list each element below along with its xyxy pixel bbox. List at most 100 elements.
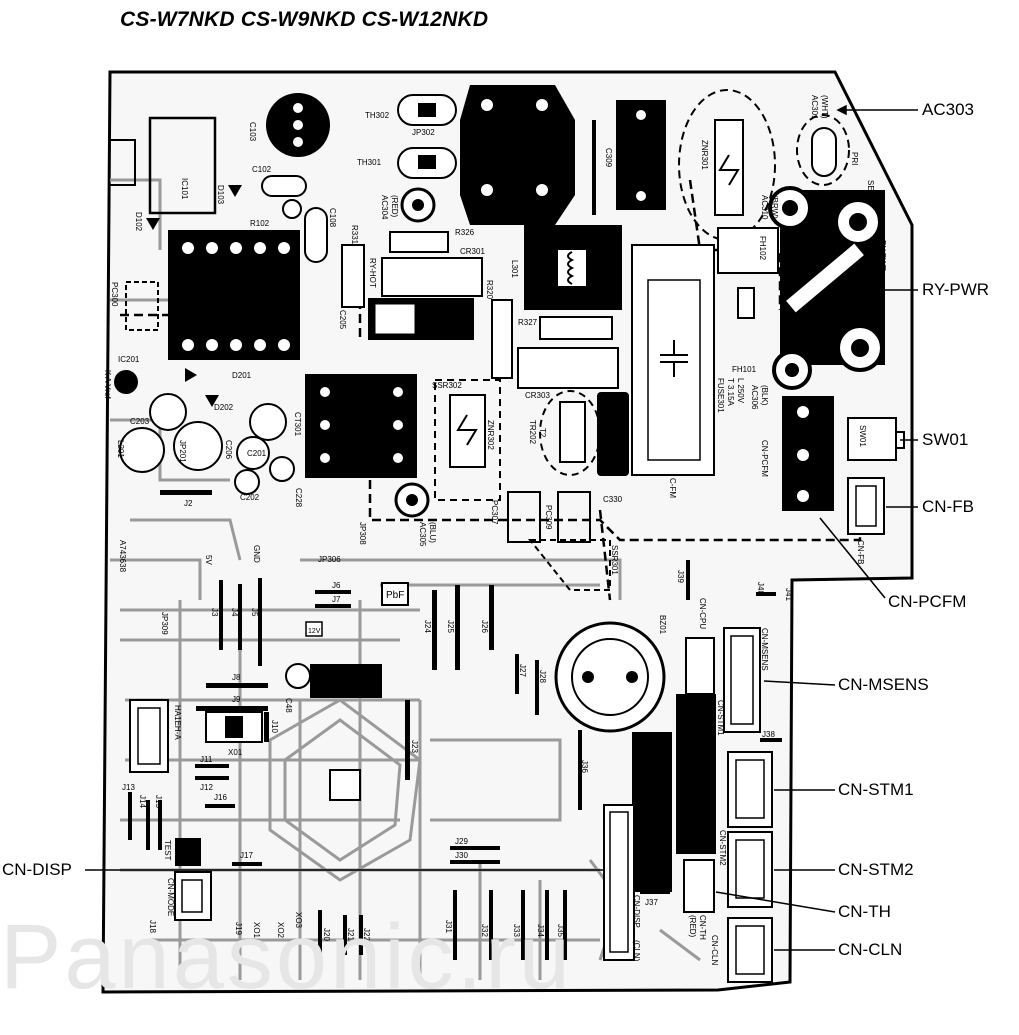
d103-diode [228,185,242,197]
label-c205: C205 [338,310,347,330]
label-cn-fb: CN-FB [856,540,865,564]
t1-pins [182,242,290,351]
label-j2: J2 [184,499,193,508]
label-r331: R331 [350,225,359,245]
callout-leaders [85,104,918,951]
fuse301 [737,287,755,319]
label-c108: C108 [328,208,337,228]
label-pc307: PC307 [490,500,499,525]
label-j11: J11 [200,755,213,764]
label-j39: J39 [676,570,685,583]
label-th302: TH302 [365,111,390,120]
label-j15: J15 [154,795,163,808]
label-cn-th: CN-TH [698,915,707,940]
label-c103: C103 [248,122,257,142]
cn-disp-inner [609,811,629,953]
c203-capacitor [149,393,187,431]
label-ssr302: SSR302 [432,381,462,390]
silkscreen-labels: TH302 JP302 TH301 LF301 C309 ZNR301 AC30… [103,95,887,965]
label-jp201: JP201 [178,440,187,463]
label-j10: J10 [270,720,279,733]
ac310-center [782,200,798,216]
ac304-center [412,199,424,211]
label-cn-mode: CN-MODE [166,878,175,916]
j32-jumper [489,890,493,960]
cr303-block [517,347,619,389]
j17-jumper [232,862,262,866]
znr301-symbol [718,154,740,186]
j5-jumper [258,578,262,666]
label-test: TEST [163,840,172,861]
label-j40: J40 [756,582,765,595]
label-j25: J25 [446,620,455,633]
j27-jumper [515,654,519,694]
lf301-pins [481,99,548,196]
label-fuse301: FUSE301 [716,378,725,413]
pbf-mark [381,582,409,606]
label-cn-th-sub: (RED) [688,915,697,938]
c-fm-symbol [660,340,688,377]
znr301-varistor [714,119,744,216]
label-c206: C206 [224,440,233,460]
label-pcb-id: A743638 [118,540,127,573]
label-c-fm: C-FM [668,478,677,498]
label-kavref: K A Vref [103,370,112,399]
j9-jumper [196,706,268,711]
model-title: CS-W7NKD CS-W9NKD CS-W12NKD [120,8,489,31]
c48-cap-head [285,663,311,689]
label-xo1: XO1 [252,922,261,939]
label-t2: T2 [538,428,547,438]
label-j18: J18 [148,920,157,933]
label-ac305: AC305 [418,522,427,547]
label-cr303: CR303 [525,391,550,400]
label-cn-disp: CN-DISP [632,895,641,928]
label-r102: R102 [250,219,270,228]
j30-jumper [450,860,500,864]
j23-jumper [405,700,410,780]
j3-jumper [219,580,223,650]
label-ac304: AC304 [380,195,389,220]
label-j6: J6 [332,581,341,590]
c103-holes [293,103,303,147]
j1-jumper [592,120,596,215]
label-pri: PRI [850,152,859,165]
label-j3: J3 [210,608,219,617]
label-j5: J5 [250,608,259,617]
callout-cn-fb: CN-FB [922,497,974,516]
label-jp309: JP309 [160,612,169,635]
j20-jumper [318,910,322,960]
label-ry-pwr: RY-PWR [878,240,887,272]
j38-jumper [760,738,782,742]
label-jp306: JP306 [318,555,341,564]
ic-stm-driver-1 [676,694,716,854]
heater-connector-inner [137,707,161,765]
label-pc309: PC309 [544,505,553,530]
callout-cn-pcfm: CN-PCFM [888,592,967,611]
label-j27: J27 [518,664,527,677]
label-cn-msens: CN-MSENS [760,628,769,671]
c206-capacitor [249,403,287,441]
j35-jumper [563,890,567,960]
c108-capacitor [304,207,328,263]
label-j23: J23 [410,740,419,753]
label-c202: C202 [240,493,260,502]
label-j35: J35 [556,924,565,937]
label-ac301: AC301 [810,95,819,120]
label-fh102: FH102 [758,236,767,261]
label-j34: J34 [536,924,545,937]
label-cn-stm1: CN-STM1 [716,700,725,736]
j16-jumper [205,804,235,808]
label-5v: 5V [204,555,213,565]
j33-jumper [521,890,525,960]
cn-mode-inner [181,879,203,913]
label-r326: R326 [455,228,475,237]
j34-jumper [545,890,549,960]
c202-capacitor [234,469,260,495]
label-cn-pcfm: CN-PCFM [760,440,769,477]
j12-jumper [195,776,229,780]
label-j30: J30 [455,851,468,860]
label-d102: D102 [134,212,143,232]
jp201-capacitor [173,421,223,471]
callout-cn-msens: CN-MSENS [838,675,929,694]
label-ac304-sub: (RED) [390,195,399,218]
